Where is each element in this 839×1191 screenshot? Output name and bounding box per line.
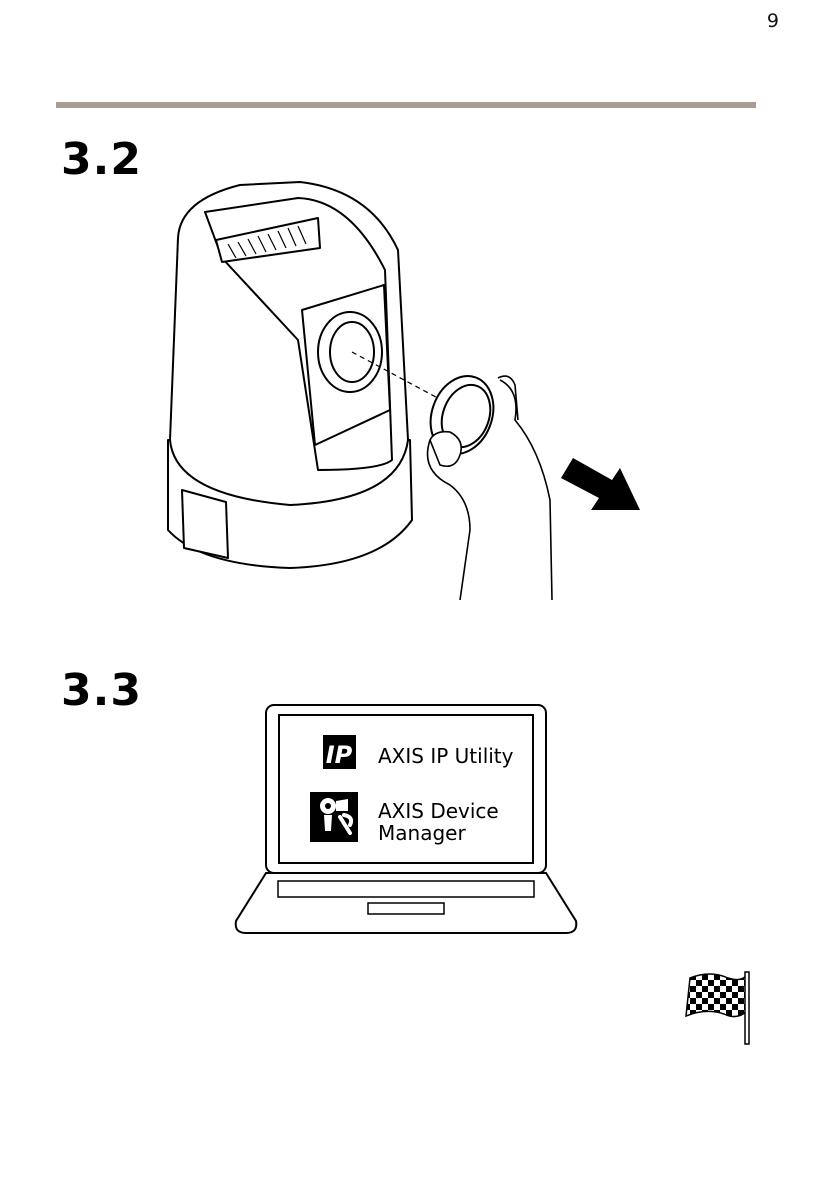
- direction-arrow-icon: [561, 458, 640, 510]
- step-number-3-3: 3.3: [61, 665, 142, 716]
- checkered-flag-icon: [684, 968, 764, 1048]
- device-manager-label-line1: AXIS Device: [378, 800, 499, 822]
- ip-utility-label: AXIS IP Utility: [378, 745, 513, 767]
- svg-text:IP: IP: [326, 741, 353, 769]
- device-manager-label-line2: Manager: [378, 822, 466, 844]
- device-manager-icon: [310, 792, 358, 842]
- ip-utility-icon: IP: [323, 735, 356, 769]
